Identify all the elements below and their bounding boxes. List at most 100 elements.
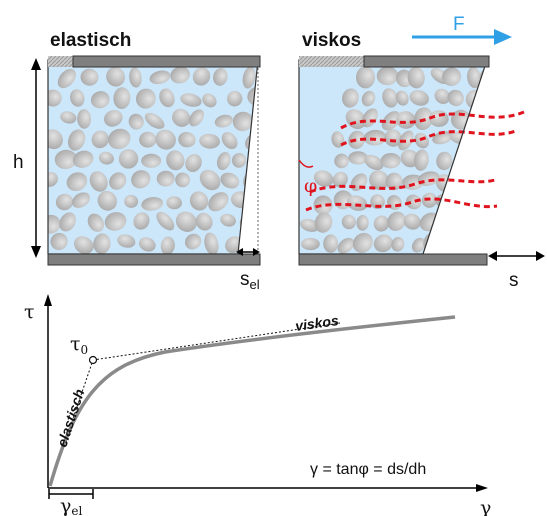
shear-band-3	[309, 178, 496, 194]
particle	[385, 172, 403, 191]
particle	[159, 88, 175, 108]
particle	[502, 110, 520, 128]
particle	[436, 151, 453, 171]
particle	[104, 212, 127, 231]
elastic-top-plate-hatch	[48, 56, 73, 67]
gamma-el-label: γel	[60, 495, 82, 516]
strain-arrow-head-right	[536, 251, 545, 261]
particle	[189, 109, 205, 127]
particle	[444, 233, 458, 254]
shear-band-4	[305, 197, 498, 212]
particle	[356, 66, 376, 89]
particle	[208, 192, 229, 212]
height-arrow-head-bottom	[31, 246, 41, 258]
particle	[363, 129, 387, 146]
shear-band-2	[340, 128, 519, 147]
viscous-bottom-plate	[298, 253, 488, 266]
particle	[414, 132, 429, 149]
particle	[458, 234, 475, 253]
y-axis-arrow	[44, 294, 52, 306]
shear-bands	[305, 110, 525, 212]
particle	[225, 236, 242, 254]
particle	[178, 131, 196, 148]
elastic-panel: elastisch h sel	[13, 30, 278, 292]
particle	[232, 111, 253, 132]
particle	[124, 194, 139, 208]
particle	[387, 211, 406, 231]
particle	[497, 84, 520, 110]
particle	[346, 195, 368, 211]
particle	[255, 192, 258, 210]
particle	[155, 129, 176, 150]
particle	[434, 88, 451, 104]
particle	[204, 232, 219, 254]
particle	[71, 192, 90, 208]
particle	[175, 211, 197, 232]
particle	[341, 214, 356, 230]
elastic-strain-label: sel	[240, 269, 260, 292]
particle	[175, 172, 190, 188]
strain-label: s	[509, 270, 519, 291]
particle	[384, 129, 402, 147]
particle	[80, 68, 99, 86]
particle	[348, 151, 368, 165]
particle	[89, 171, 108, 192]
particle	[380, 152, 401, 169]
viscous-panel: viskos F φ s	[298, 14, 545, 291]
particle	[117, 234, 136, 248]
particle	[141, 197, 164, 211]
particle	[414, 149, 429, 171]
particle	[442, 67, 462, 86]
particle	[432, 131, 453, 145]
elastic-bottom-plate	[47, 253, 261, 266]
viscous-panel-title: viskos	[302, 30, 361, 51]
particle	[216, 151, 231, 171]
particle	[166, 150, 185, 171]
particle	[128, 113, 144, 130]
particle	[109, 172, 127, 190]
shear-strain-equation: γ = tanφ = ds/dh	[310, 461, 426, 478]
particle	[144, 112, 165, 129]
height-arrow-head-top	[31, 58, 41, 70]
elastic-strain-arrow-head-right	[253, 248, 260, 256]
particle	[59, 212, 76, 232]
viscous-curve-label: viskos	[294, 312, 340, 334]
elastic-panel-title: elastisch	[50, 30, 131, 51]
shear-stress-graph: τ γ τ0 elastisch viskos γ = tanφ = ds/dh…	[24, 294, 491, 516]
shear-band-1	[340, 110, 525, 130]
y-axis-label: τ	[24, 301, 35, 323]
particle	[172, 108, 191, 127]
particle	[118, 149, 139, 169]
particle	[488, 128, 507, 152]
particle	[332, 171, 348, 188]
particle	[481, 88, 487, 108]
particle	[199, 133, 220, 149]
particle	[467, 66, 481, 89]
particle	[458, 152, 473, 171]
yield-label: τ0	[70, 333, 88, 357]
particle	[313, 195, 333, 215]
particle	[411, 237, 426, 253]
particle	[77, 109, 92, 129]
particle	[485, 150, 487, 169]
particle	[48, 172, 58, 187]
particle	[108, 128, 131, 150]
particle	[361, 90, 376, 107]
particle	[135, 88, 156, 109]
particle	[369, 170, 389, 190]
particle	[301, 237, 320, 251]
particle	[54, 149, 77, 170]
viscous-tangent	[92, 322, 341, 361]
particle	[67, 129, 86, 151]
particle	[396, 111, 416, 129]
particle	[258, 72, 278, 88]
particle	[113, 87, 131, 110]
particle	[106, 66, 125, 87]
particle	[139, 131, 157, 148]
yield-point	[88, 355, 98, 365]
particle	[202, 93, 217, 108]
particle	[189, 191, 209, 211]
particle	[149, 70, 171, 85]
particle	[510, 66, 530, 89]
